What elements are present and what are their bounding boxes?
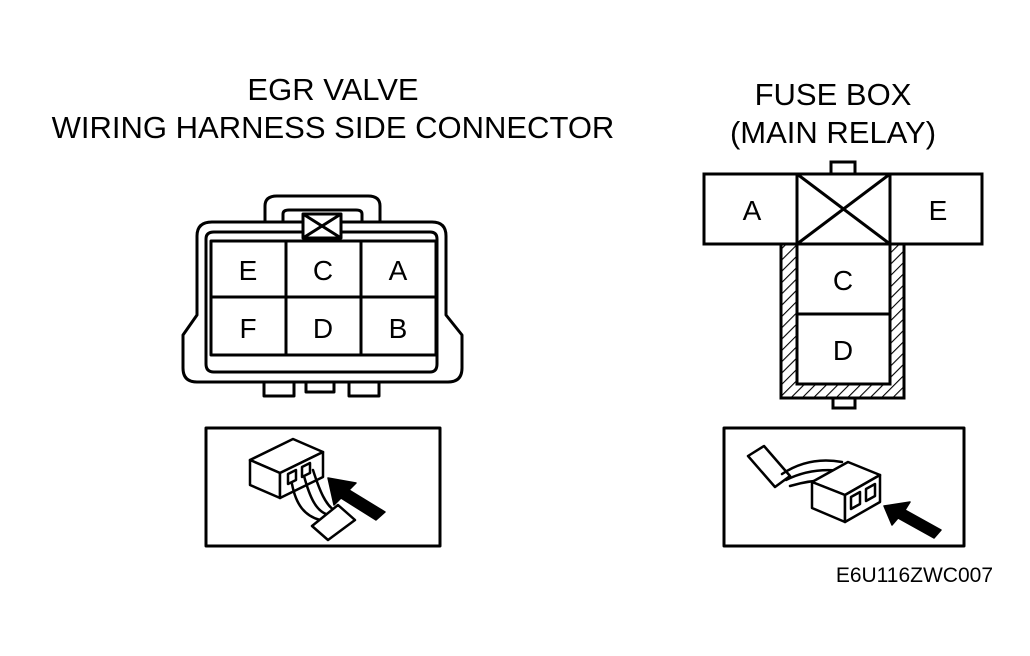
egr-pin-f: F <box>239 313 256 344</box>
egr-inset-view <box>204 426 442 548</box>
egr-probe-arrow-icon <box>327 477 386 521</box>
fuse-title-line2: (MAIN RELAY) <box>730 115 936 150</box>
figure-code: E6U116ZWC007 <box>836 564 993 587</box>
fuse-pin-d: D <box>833 335 853 366</box>
fuse-connector-sketch <box>746 444 882 524</box>
egr-connector-sketch <box>248 437 357 542</box>
egr-pin-b: B <box>389 313 408 344</box>
egr-pin-c: C <box>313 255 333 286</box>
fuse-pin-a: A <box>743 195 762 226</box>
egr-title-line2: WIRING HARNESS SIDE CONNECTOR <box>52 110 615 145</box>
egr-pin-d: D <box>313 313 333 344</box>
egr-title-line1: EGR VALVE <box>247 72 418 107</box>
egr-pin-e: E <box>239 255 258 286</box>
fuse-inset-view <box>722 426 966 548</box>
fuse-pin-e: E <box>929 195 948 226</box>
fuse-title-line1: FUSE BOX <box>755 77 912 112</box>
fuse-box-relay <box>702 160 984 410</box>
egr-connector <box>181 194 464 398</box>
fuse-probe-arrow-icon <box>883 501 942 539</box>
egr-pin-a: A <box>389 255 408 286</box>
fuse-pin-c: C <box>833 265 853 296</box>
